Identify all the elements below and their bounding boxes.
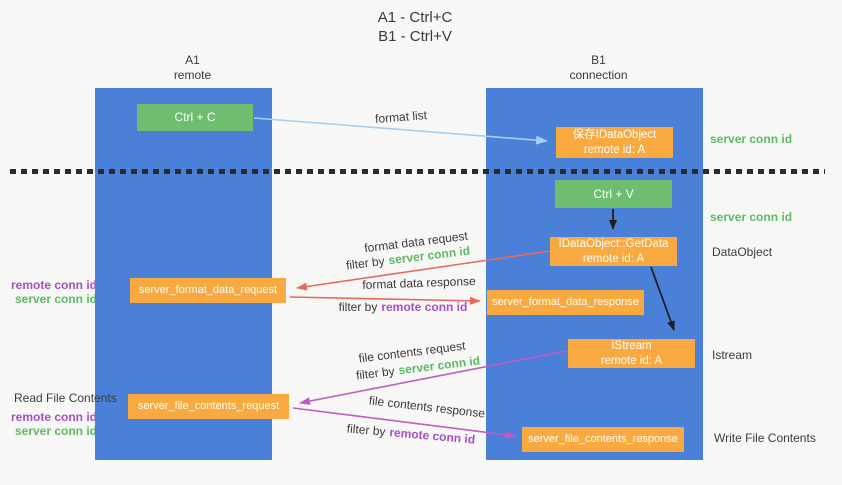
- title-line-2: B1 - Ctrl+V: [378, 28, 452, 45]
- label-format-remote-conn-id: remote conn id: [10, 278, 97, 292]
- lane-b1-name: B1: [591, 53, 606, 67]
- label-istream: Istream: [712, 348, 753, 362]
- filter-prefix: filter by: [355, 363, 396, 383]
- node-istream-line1: IStream: [611, 340, 652, 353]
- node-idataobject-getdata-line1: IDataObject::GetData: [558, 238, 669, 251]
- node-server-format-data-response: server_format_data_response: [487, 290, 644, 315]
- filter-prefix: filter by: [345, 253, 386, 273]
- node-istream-line2: remote id: A: [600, 354, 663, 367]
- node-ctrl-v: Ctrl + V: [555, 180, 672, 208]
- lane-a1-name: A1: [185, 53, 200, 67]
- label-format-server-conn-id: server conn id: [14, 292, 97, 306]
- label-file-server-conn-id: server conn id: [14, 424, 97, 438]
- node-ctrl-c-label: Ctrl + C: [174, 110, 216, 124]
- node-server-format-data-response-label: server_format_data_response: [492, 295, 639, 308]
- flow-label-format-data-response: format data response: [362, 274, 476, 292]
- filter-key-remote-conn-id: remote conn id: [388, 425, 476, 447]
- label-group-format-conn-ids: remote conn id server conn id: [9, 278, 97, 306]
- lane-header-a1: A1 remote: [104, 53, 281, 83]
- flow-label-file-contents-response: file contents response: [368, 393, 486, 421]
- diagram-title: A1 - Ctrl+C B1 - Ctrl+V: [300, 8, 530, 46]
- node-save-idataobject-line1: 保存IDataObject: [572, 129, 657, 142]
- lane-header-b1: B1 connection: [490, 53, 707, 83]
- node-istream: IStream remote id: A: [568, 339, 695, 368]
- lane-b1-sub: connection: [569, 68, 628, 82]
- node-server-file-contents-response: server_file_contents_response: [522, 427, 684, 452]
- node-server-file-contents-response-label: server_file_contents_response: [528, 432, 678, 445]
- lane-a1-sub: remote: [173, 68, 212, 82]
- node-save-idataobject-line2: remote id: A: [583, 143, 646, 156]
- node-idataobject-getdata: IDataObject::GetData remote id: A: [550, 237, 677, 266]
- node-server-format-data-request-label: server_format_data_request: [138, 283, 278, 296]
- node-ctrl-c: Ctrl + C: [137, 104, 253, 131]
- session-divider-line: [10, 169, 825, 174]
- label-file-remote-conn-id: remote conn id: [10, 410, 97, 424]
- filter-prefix: filter by: [346, 421, 387, 439]
- node-server-file-contents-request-label: server_file_contents_request: [137, 399, 280, 412]
- node-ctrl-v-label: Ctrl + V: [593, 186, 634, 201]
- label-read-file-contents: Read File Contents: [14, 391, 117, 405]
- node-idataobject-getdata-line2: remote id: A: [582, 252, 645, 265]
- label-group-file-conn-ids: remote conn id server conn id: [9, 410, 97, 438]
- title-line-1: A1 - Ctrl+C: [377, 9, 453, 26]
- label-write-file-contents: Write File Contents: [714, 431, 816, 445]
- label-dataobject: DataObject: [712, 245, 773, 259]
- flow-label-format-list: format list: [374, 107, 428, 127]
- node-server-format-data-request: server_format_data_request: [130, 278, 286, 303]
- label-server-conn-id-mid: server conn id: [710, 210, 793, 224]
- node-server-file-contents-request: server_file_contents_request: [128, 394, 289, 419]
- label-server-conn-id-top: server conn id: [710, 132, 793, 146]
- node-save-idataobject: 保存IDataObject remote id: A: [556, 127, 673, 158]
- filter-key-remote-conn-id: remote conn id: [381, 300, 468, 314]
- filter-prefix: filter by: [338, 300, 378, 314]
